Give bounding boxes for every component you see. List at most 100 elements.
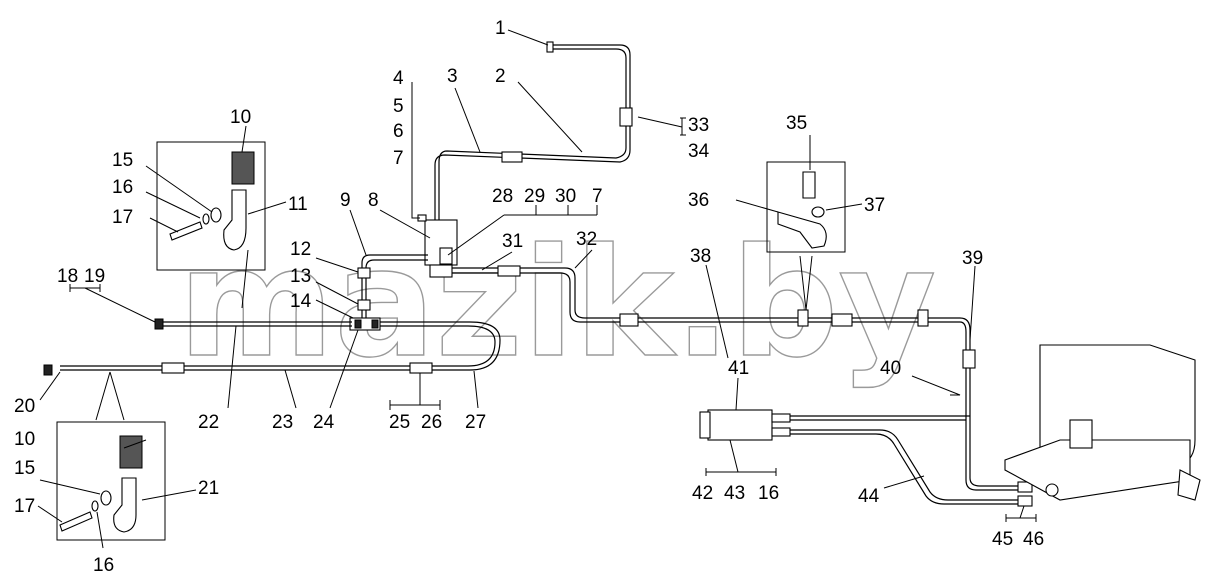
callout-15-upper: 15 xyxy=(112,150,133,171)
callout-17-upper: 17 xyxy=(112,207,133,228)
fuel-tank-bracket xyxy=(1004,439,1191,501)
fuel-tank-cap xyxy=(1069,419,1093,449)
fuel-tank-outlet xyxy=(1177,469,1201,501)
cylinder-cap xyxy=(699,411,711,439)
callout-17-lower: 17 xyxy=(14,496,35,517)
callout-1: 1 xyxy=(495,18,506,39)
callout-6: 6 xyxy=(393,121,404,142)
cylinder-body xyxy=(707,409,773,441)
rubber-pad xyxy=(119,435,143,469)
rubber-pad xyxy=(231,151,255,185)
callout-9: 9 xyxy=(340,190,351,211)
filter-fitting xyxy=(439,247,453,265)
callout-21: 21 xyxy=(198,478,219,499)
tee-nut xyxy=(354,319,362,329)
callout-41: 41 xyxy=(728,358,749,379)
pipe-coupling xyxy=(497,265,521,277)
hose-fitting xyxy=(1017,481,1033,493)
clamp-bracket xyxy=(113,477,137,533)
pipe-end-fitting xyxy=(154,318,164,330)
callout-12: 12 xyxy=(290,239,311,260)
clamp-bracket xyxy=(777,211,827,249)
callout-34: 34 xyxy=(688,141,710,162)
callout-7-right: 7 xyxy=(592,186,603,207)
callout-36: 36 xyxy=(688,190,709,211)
pipe-end-fitting xyxy=(43,364,53,376)
callout-7: 7 xyxy=(393,148,404,169)
pipe-coupling xyxy=(161,362,185,374)
washer xyxy=(210,207,222,223)
pipe-coupling xyxy=(501,151,523,163)
callout-43: 43 xyxy=(724,483,745,504)
callout-16-upper: 16 xyxy=(112,177,133,198)
callout-4: 4 xyxy=(393,68,404,89)
callout-39: 39 xyxy=(962,248,983,269)
tee-nut xyxy=(371,319,379,329)
drain-plug xyxy=(1045,483,1059,497)
hose-fitting xyxy=(357,267,371,279)
hose-fitting xyxy=(771,413,791,423)
callout-37: 37 xyxy=(864,195,885,216)
hose-fitting xyxy=(1017,495,1033,507)
bolt xyxy=(802,171,816,199)
callout-3: 3 xyxy=(447,66,458,87)
callout-22: 22 xyxy=(198,412,219,433)
callout-30: 30 xyxy=(555,186,576,207)
callout-23: 23 xyxy=(272,412,293,433)
callout-38: 38 xyxy=(690,246,711,267)
callout-18: 18 xyxy=(57,266,78,287)
callout-44: 44 xyxy=(858,486,880,507)
callout-labels: 1 2 3 4 5 6 7 8 9 10 11 12 13 14 15 16 1… xyxy=(14,18,1044,576)
callout-10-lower: 10 xyxy=(14,429,35,450)
callout-33: 33 xyxy=(688,115,709,136)
hose-fitting xyxy=(771,427,791,437)
callout-26: 26 xyxy=(421,412,442,433)
spring-washer xyxy=(202,213,210,225)
callout-8: 8 xyxy=(368,190,379,211)
callout-16-lower: 16 xyxy=(93,555,114,576)
clamp-inset-right xyxy=(766,161,846,253)
pipe-coupling xyxy=(619,107,633,127)
pipe-coupling xyxy=(619,313,639,327)
callout-27: 27 xyxy=(465,412,486,433)
callout-31: 31 xyxy=(502,231,523,252)
callout-24: 24 xyxy=(313,412,335,433)
callout-35: 35 xyxy=(786,113,807,134)
callout-20: 20 xyxy=(14,396,35,417)
washer xyxy=(811,206,825,218)
callout-32: 32 xyxy=(576,229,597,250)
callout-19: 19 xyxy=(84,266,105,287)
pipe-end-cap xyxy=(546,41,554,53)
filter-base xyxy=(429,264,453,278)
pipe-network xyxy=(43,41,1201,507)
hose-fitting xyxy=(357,299,371,311)
pipe-clamp xyxy=(917,309,929,327)
callout-29: 29 xyxy=(524,186,545,207)
callout-15-lower: 15 xyxy=(14,458,35,479)
spring-washer xyxy=(91,500,99,512)
callout-28: 28 xyxy=(492,186,513,207)
callout-40: 40 xyxy=(880,358,901,379)
pipe-coupling xyxy=(831,313,853,327)
pipe-clamp xyxy=(797,309,809,327)
callout-2: 2 xyxy=(495,66,506,87)
callout-11: 11 xyxy=(288,194,308,215)
callout-5: 5 xyxy=(393,96,404,117)
clamp-inset-lower xyxy=(56,421,166,541)
pipe-coupling xyxy=(409,362,433,374)
clamp-inset-upper xyxy=(156,141,266,271)
callout-16-right: 16 xyxy=(758,483,779,504)
callout-45: 45 xyxy=(992,529,1013,550)
callout-14: 14 xyxy=(290,291,312,312)
clamp-bracket xyxy=(223,189,247,251)
bolt xyxy=(169,221,203,241)
callout-10-upper: 10 xyxy=(230,107,251,128)
callout-13: 13 xyxy=(290,266,311,287)
callout-46: 46 xyxy=(1023,529,1044,550)
callout-25: 25 xyxy=(389,412,410,433)
leader-lines xyxy=(37,29,1037,549)
washer xyxy=(100,490,112,506)
bolt xyxy=(59,511,93,532)
pipe-coupling xyxy=(962,349,976,369)
